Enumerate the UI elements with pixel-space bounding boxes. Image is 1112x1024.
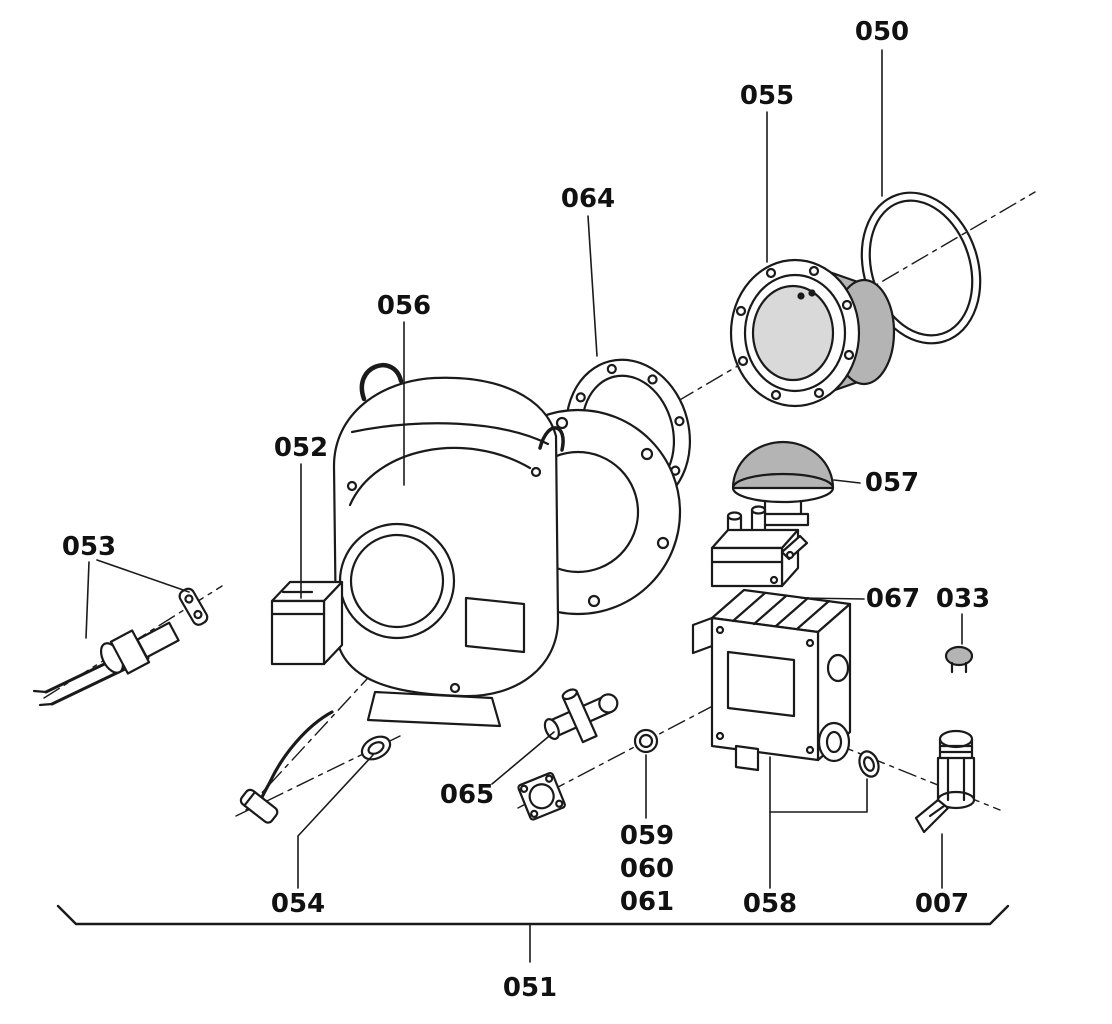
- housing-foot: [366, 690, 502, 728]
- tap-thread: [938, 737, 974, 760]
- electrode-clip: [178, 587, 209, 626]
- injector-end: [543, 718, 560, 741]
- housing-hook: [538, 426, 565, 452]
- nut-inner: [638, 733, 654, 749]
- housing-junction-box: [464, 596, 526, 654]
- electrode-body: [136, 621, 180, 659]
- tap-body-detail: [946, 756, 966, 802]
- injector-pin-cap: [561, 688, 578, 701]
- valve-foot: [734, 744, 760, 772]
- leader-064: [587, 215, 598, 357]
- part-058-seal: [858, 750, 880, 778]
- part-label-051: 051: [503, 973, 557, 1003]
- grommet-stem: [950, 661, 968, 674]
- block-screw: [769, 575, 779, 585]
- leader-054: [297, 754, 374, 889]
- valve-actuator-inner: [825, 730, 843, 754]
- cap-rim: [731, 472, 835, 504]
- part-labels: 050 055 064 056 052 053 057 067 033 065 …: [62, 17, 990, 1003]
- part-033-grommet: [944, 645, 974, 674]
- valve-top-ribs: [731, 591, 831, 631]
- part-056-fan-housing: [332, 363, 682, 728]
- part-label-064: 064: [561, 184, 615, 214]
- burner-dot: [808, 289, 816, 297]
- leader-057: [833, 479, 861, 484]
- burner-glass: [751, 284, 835, 382]
- part-053-electrode: [32, 587, 209, 707]
- part-label-058: 058: [743, 889, 797, 919]
- burner-flange-inner: [743, 273, 847, 393]
- housing-inlet-outer: [338, 522, 456, 640]
- part-label-065: 065: [440, 780, 494, 810]
- burner-flange-bolt-holes: [735, 265, 855, 401]
- housing-inlet-inner: [349, 533, 445, 629]
- valve-screws: [715, 625, 815, 755]
- part-label-057: 057: [865, 468, 919, 498]
- box-front: [270, 599, 326, 666]
- block-screw: [785, 550, 795, 560]
- part-label-067: 067: [866, 584, 920, 614]
- part-label-054: 054: [271, 889, 325, 919]
- leader-065: [491, 731, 555, 785]
- cap-dome: [731, 440, 835, 490]
- tap-lever-detail: [928, 804, 946, 818]
- part-label-059: 059: [620, 821, 674, 851]
- sight-glass: [517, 771, 566, 821]
- part-052-box: [270, 580, 344, 666]
- valve-front-panel: [726, 650, 796, 718]
- part-label-055: 055: [740, 81, 794, 111]
- leader-053-b: [96, 559, 190, 593]
- cable-boot: [239, 788, 279, 824]
- bracket-051: [56, 904, 1010, 926]
- burner-dot: [797, 292, 805, 300]
- housing-curve-detail: [348, 446, 532, 507]
- part-label-052: 052: [274, 433, 328, 463]
- cable-grommet: [360, 735, 392, 761]
- grommet-body: [944, 645, 974, 667]
- nut-outer: [633, 728, 659, 754]
- leader-067: [800, 597, 865, 600]
- part-058-gas-valve: [691, 588, 852, 772]
- housing-screws: [346, 466, 542, 694]
- electrode-tip: [32, 689, 48, 694]
- part-label-050: 050: [855, 17, 909, 47]
- block-cylinder-cap: [726, 511, 743, 521]
- part-054-cable: [239, 710, 392, 824]
- part-label-060: 060: [620, 854, 674, 884]
- part-057-cap: [731, 440, 835, 527]
- part-label-061: 061: [620, 887, 674, 917]
- valve-inlet-flange: [691, 616, 714, 655]
- leader-053-a: [85, 561, 90, 639]
- tap-cap: [938, 729, 974, 749]
- housing-top-edge: [350, 422, 550, 446]
- part-065-injector: [517, 688, 619, 821]
- cable-wire: [258, 710, 334, 803]
- block-cylinder-cap: [750, 505, 767, 515]
- part-label-007: 007: [915, 889, 969, 919]
- part-label-056: 056: [377, 291, 431, 321]
- part-007-tap: [914, 729, 976, 834]
- housing-handle: [359, 363, 404, 402]
- part-055-burner-door: [729, 258, 896, 408]
- leader-lines: [85, 49, 963, 963]
- valve-port: [826, 653, 850, 683]
- part-067-valve-block: [710, 505, 809, 588]
- part-label-053: 053: [62, 532, 116, 562]
- part-label-033: 033: [936, 584, 990, 614]
- tap-lever: [914, 798, 950, 834]
- electrode-tip: [38, 702, 54, 707]
- injector-nut: [598, 693, 619, 714]
- cable-grommet-inner: [367, 741, 385, 755]
- valve-actuator: [817, 721, 851, 763]
- part-059-060-061-nut: [633, 728, 659, 754]
- leader-058-b: [769, 778, 868, 813]
